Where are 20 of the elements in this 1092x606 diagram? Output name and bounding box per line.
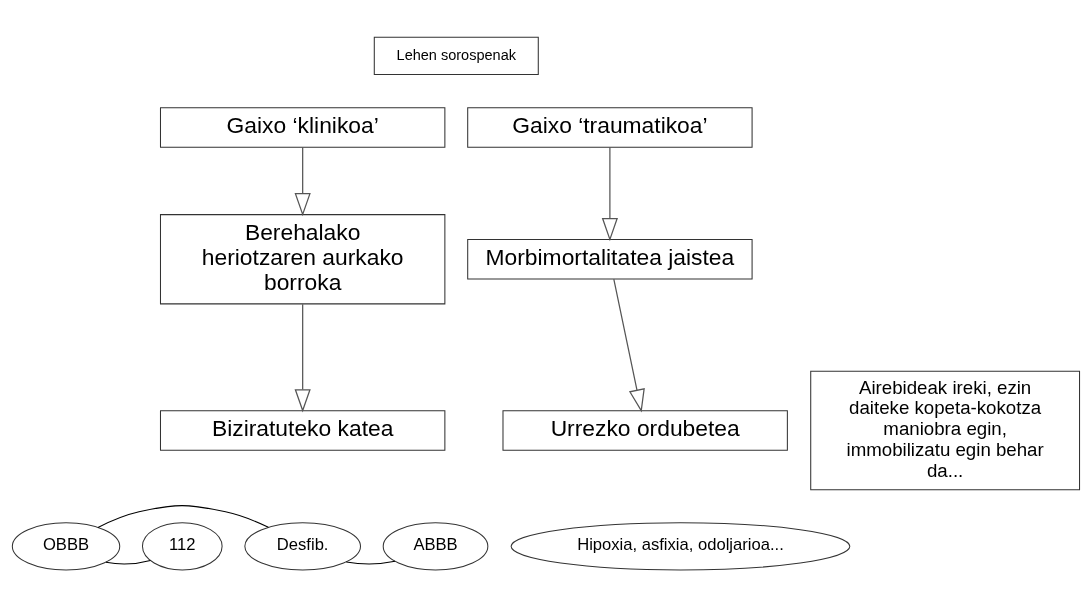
node-ellipse: OBBB <box>11 521 121 570</box>
node-ellipse: 112 <box>141 521 223 570</box>
connector <box>345 560 396 564</box>
arrow <box>294 146 311 216</box>
node-box: Gaixo ‘traumatikoa’ <box>467 106 753 148</box>
node-box: Biziratuteko katea <box>159 409 446 451</box>
arrow <box>613 277 645 412</box>
node-ellipse: Hipoxia, asfixia, odoljarioa... <box>510 521 851 570</box>
node-box: Morbimortalitatea jaistea <box>467 238 753 279</box>
node-box: Gaixo ‘klinikoa’ <box>159 106 446 148</box>
connector <box>97 504 269 528</box>
node-ellipse: ABBB <box>382 521 489 570</box>
arrow <box>601 146 619 241</box>
node-box: Airebideak ireki, ezin daiteke kopeta-kokotza maniobra egin, immobilizatu egin behar da... <box>810 370 1081 490</box>
connector <box>105 559 151 564</box>
node-box: Berehalako heriotzaren aurkako borroka <box>159 213 446 304</box>
node-ellipse: Desfib. <box>244 521 362 570</box>
arrow <box>294 303 311 412</box>
node-box: Urrezko ordubetea <box>502 409 788 451</box>
node-box: Lehen sorospenak <box>373 36 539 75</box>
